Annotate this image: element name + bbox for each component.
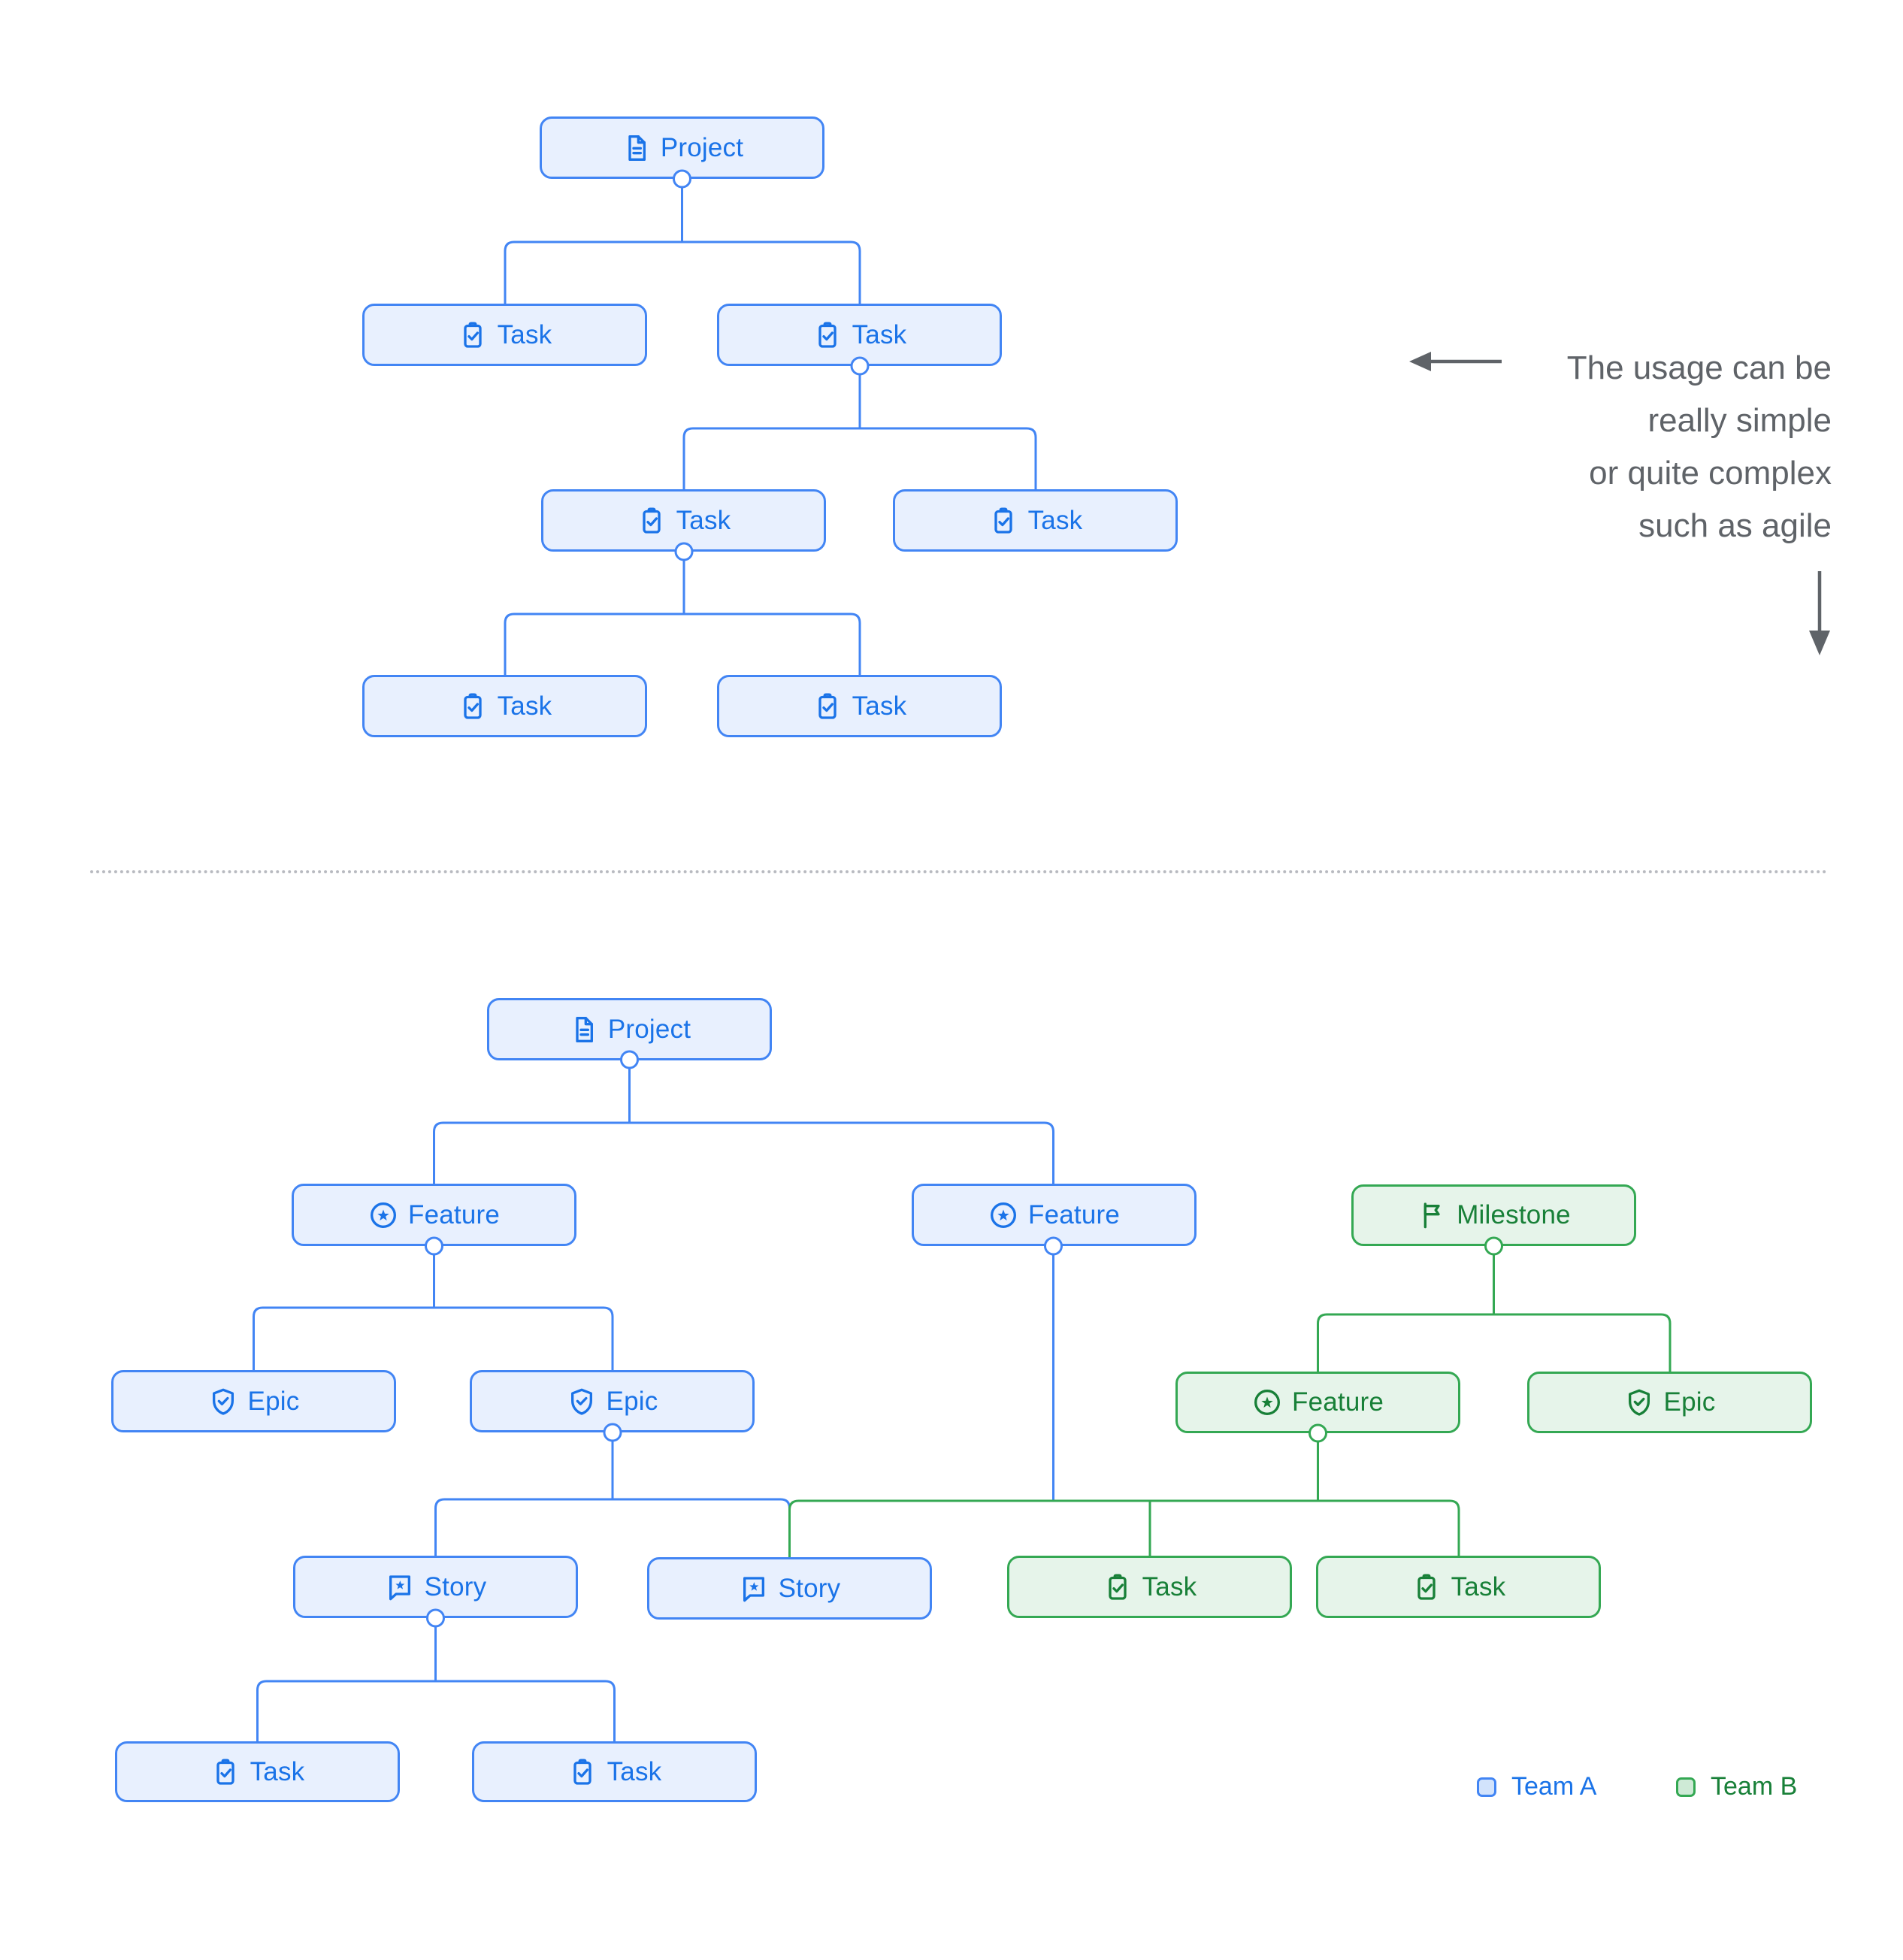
node-task-green-1: Task [1007, 1556, 1292, 1618]
node-label: Task [1142, 1571, 1197, 1602]
annotation-line: or quite complex [1589, 455, 1832, 492]
task-icon [1417, 1574, 1436, 1600]
connector-bus-milestone [1317, 1313, 1672, 1372]
team-a-label: Team A [1511, 1772, 1597, 1801]
connector-bus-top-1 [504, 240, 861, 304]
node-label: Project [660, 132, 744, 162]
node-story-2: Story [647, 1557, 932, 1620]
node-label: Task [852, 691, 907, 721]
node-label: Epic [247, 1386, 300, 1416]
down-arrow-icon [1809, 571, 1830, 655]
connector-bus-top-2 [682, 427, 1037, 489]
connector-bus-story1-tasks [256, 1680, 616, 1741]
team-b-swatch [1676, 1777, 1696, 1797]
task-icon [818, 321, 837, 348]
epic-icon [1628, 1389, 1650, 1416]
node-label: Story [778, 1573, 841, 1603]
node-feature-2: Feature [912, 1184, 1197, 1246]
feature-icon [1254, 1389, 1280, 1416]
task-icon [463, 693, 482, 719]
section-divider [90, 870, 1828, 873]
document-icon [628, 135, 646, 161]
node-label: Project [607, 1014, 691, 1044]
annotation-line: The usage can be [1566, 349, 1832, 386]
node-label: Feature [1291, 1387, 1384, 1417]
node-label: Task [1451, 1571, 1506, 1602]
node-label: Feature [407, 1199, 501, 1230]
epic-icon [212, 1388, 234, 1415]
node-label: Task [1027, 505, 1083, 535]
node-story-1: Story [293, 1556, 578, 1618]
connector-bus-project-features [433, 1121, 1054, 1184]
node-task-r2: Task [893, 489, 1178, 552]
feature-icon [990, 1202, 1016, 1228]
node-project-top: Project [540, 116, 824, 179]
node-task-green-2: Task [1316, 1556, 1601, 1618]
annotation-line: such as agile [1638, 507, 1832, 544]
node-epic-green: Epic [1527, 1372, 1812, 1433]
node-feature-green: Feature [1175, 1372, 1460, 1433]
node-task-r3: Task [717, 675, 1002, 737]
connector-bus-feature1-epics [253, 1306, 614, 1370]
connector-bus-green-tasks [788, 1499, 1460, 1557]
node-label: Epic [1663, 1387, 1716, 1417]
story-icon [743, 1576, 764, 1602]
document-icon [576, 1016, 593, 1042]
task-icon [573, 1759, 591, 1785]
node-label: Task [607, 1756, 662, 1786]
node-milestone: Milestone [1351, 1184, 1636, 1246]
task-icon [994, 507, 1012, 534]
node-story-task-2: Task [472, 1741, 757, 1802]
node-epic-1: Epic [111, 1370, 396, 1432]
legend-item-team-a: Team A [1477, 1772, 1596, 1801]
connector-bus-epic2-stories [434, 1498, 791, 1557]
team-b-label: Team B [1711, 1772, 1798, 1801]
node-label: Task [497, 691, 552, 721]
task-icon [216, 1759, 234, 1785]
node-label: Task [250, 1756, 305, 1786]
milestone-icon [1423, 1202, 1440, 1229]
task-icon [642, 507, 661, 534]
node-label: Epic [606, 1386, 658, 1416]
node-label: Task [852, 319, 907, 349]
node-epic-2: Epic [470, 1370, 755, 1432]
node-label: Task [676, 505, 731, 535]
node-feature-1: Feature [292, 1184, 576, 1246]
task-icon [818, 693, 837, 719]
node-label: Story [424, 1571, 487, 1602]
node-task-l1: Task [362, 304, 647, 366]
node-task-l3: Task [362, 675, 647, 737]
story-icon [389, 1574, 410, 1600]
annotation-line: really simple [1647, 402, 1832, 439]
node-label: Milestone [1457, 1200, 1571, 1230]
node-task-r1: Task [717, 304, 1002, 366]
node-label: Feature [1027, 1199, 1121, 1230]
team-a-swatch [1477, 1777, 1496, 1797]
node-project-bottom: Project [487, 998, 772, 1060]
feature-icon [370, 1202, 396, 1228]
node-story-task-1: Task [115, 1741, 400, 1802]
legend-item-team-b: Team B [1676, 1772, 1797, 1801]
left-arrow-icon [1409, 352, 1502, 371]
node-task-l2: Task [541, 489, 826, 552]
connector-bus-top-3 [504, 612, 861, 675]
node-label: Task [497, 319, 552, 349]
epic-icon [570, 1388, 592, 1415]
task-icon [463, 321, 482, 348]
annotation-text: The usage can be really simple or quite … [1567, 342, 1832, 552]
task-icon [1108, 1574, 1127, 1600]
